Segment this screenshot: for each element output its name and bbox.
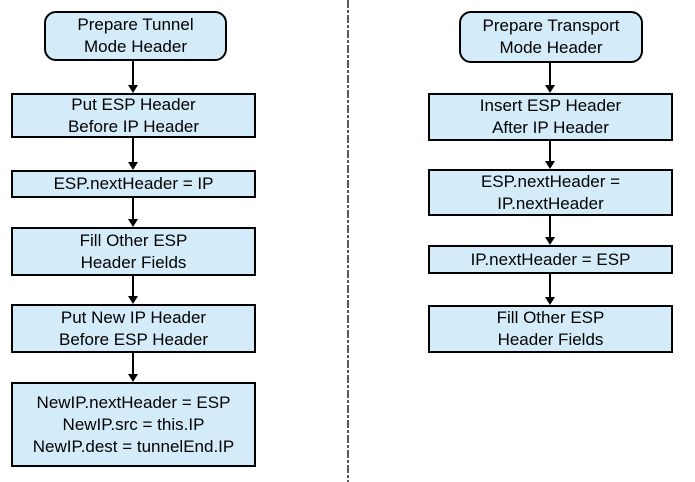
- arrow-line: [132, 61, 134, 85]
- node-text-line: After IP Header: [492, 118, 609, 137]
- arrow-head-icon: [545, 85, 555, 93]
- flow-arrow: [127, 61, 139, 93]
- node-text-line: Header Fields: [80, 252, 187, 272]
- node-text-line: Prepare Transport: [482, 16, 620, 35]
- arrow-line: [549, 141, 551, 161]
- node-text-line: NewIP.dest = tunnelEnd.IP: [32, 436, 235, 456]
- node-text-line: ESP.nextHeader =: [480, 171, 621, 191]
- arrow-line: [549, 216, 551, 237]
- node-text-line: ESP.nextHeader = IP: [53, 174, 214, 193]
- node-newip-assignments: NewIP.nextHeader = ESP NewIP.src = this.…: [11, 382, 256, 467]
- node-text-line: Insert ESP Header: [479, 96, 622, 115]
- node-text-line: Put ESP Header: [71, 94, 196, 114]
- arrow-head-icon: [545, 161, 555, 169]
- node-text-line: Put New IP Header: [60, 307, 207, 327]
- node-text-line: Fill Other ESP: [496, 308, 605, 327]
- arrow-line: [549, 63, 551, 85]
- flow-arrow: [544, 274, 556, 305]
- node-text-line: Before IP Header: [67, 116, 200, 136]
- arrow-line: [132, 276, 134, 296]
- node-text-line: Fill Other ESP: [79, 230, 188, 250]
- node-insert-esp-header-after-ip-header: Insert ESP Header After IP Header: [428, 93, 673, 141]
- node-text-line: NewIP.src = this.IP: [62, 414, 205, 434]
- node-text-line: Header Fields: [497, 330, 604, 349]
- node-ip-nextheader-esp: IP.nextHeader = ESP: [428, 245, 673, 274]
- node-prepare-transport-mode-header: Prepare Transport Mode Header: [459, 11, 643, 63]
- node-fill-other-esp-header-fields-transport: Fill Other ESP Header Fields: [428, 305, 673, 353]
- node-text-line: Mode Header: [499, 38, 603, 57]
- arrow-line: [132, 353, 134, 374]
- flow-arrow: [127, 138, 139, 170]
- arrow-line: [549, 274, 551, 297]
- arrow-head-icon: [128, 85, 138, 93]
- flow-arrow: [127, 198, 139, 227]
- flow-arrow: [544, 216, 556, 245]
- arrow-head-icon: [128, 296, 138, 304]
- flow-arrow: [544, 63, 556, 93]
- node-put-esp-header-before-ip-header: Put ESP Header Before IP Header: [11, 93, 256, 138]
- node-text-line: Mode Header: [83, 37, 187, 56]
- flow-arrow: [127, 276, 139, 304]
- dashed-divider: [347, 0, 349, 482]
- node-put-new-ip-header-before-esp-header: Put New IP Header Before ESP Header: [11, 304, 256, 353]
- node-text-line: IP.nextHeader = ESP: [470, 249, 631, 269]
- node-text-line: NewIP.nextHeader = ESP: [36, 392, 231, 412]
- arrow-head-icon: [545, 297, 555, 305]
- arrow-line: [132, 198, 134, 219]
- arrow-head-icon: [128, 219, 138, 227]
- arrow-head-icon: [128, 162, 138, 170]
- node-esp-nextheader-ip-nextheader: ESP.nextHeader = IP.nextHeader: [428, 169, 673, 216]
- flow-arrow: [127, 353, 139, 382]
- node-prepare-tunnel-mode-header: Prepare Tunnel Mode Header: [44, 11, 227, 61]
- node-esp-nextheader-ip: ESP.nextHeader = IP: [11, 170, 256, 198]
- arrow-line: [132, 138, 134, 162]
- arrow-head-icon: [545, 237, 555, 245]
- node-text-line: IP.nextHeader: [497, 193, 604, 213]
- flow-arrow: [544, 141, 556, 169]
- node-text-line: Before ESP Header: [59, 329, 208, 349]
- arrow-head-icon: [128, 374, 138, 382]
- node-text-line: Prepare Tunnel: [77, 15, 194, 34]
- node-fill-other-esp-header-fields-tunnel: Fill Other ESP Header Fields: [11, 227, 256, 276]
